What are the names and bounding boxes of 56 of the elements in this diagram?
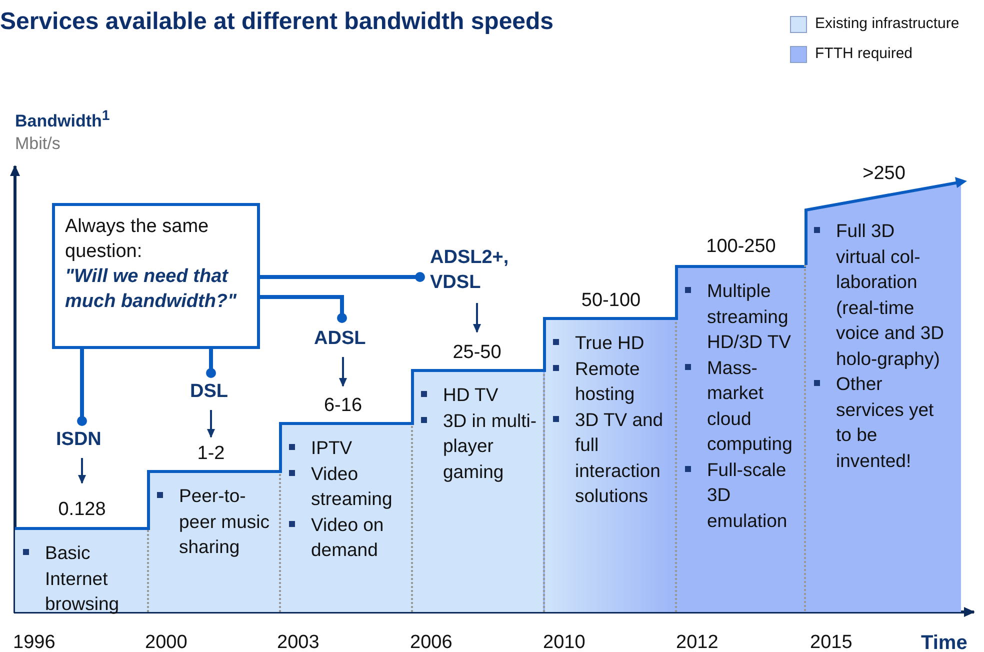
bandwidth-value: 100-250 bbox=[706, 236, 776, 258]
service-column bbox=[675, 265, 806, 612]
bullet-item: Other services yet to be invented! bbox=[812, 371, 945, 473]
bandwidth-value: 6-16 bbox=[324, 395, 362, 417]
year-label: 2000 bbox=[145, 632, 188, 652]
arrow bbox=[339, 357, 347, 387]
bullet-item: Multiple streaming HD/3D TV bbox=[683, 278, 800, 354]
bandwidth-value: 0.128 bbox=[58, 499, 106, 521]
legend-label: FTTH required bbox=[815, 45, 913, 62]
bullet-item: Peer-to-peer music sharing bbox=[155, 483, 273, 560]
year-label: 2010 bbox=[543, 632, 586, 652]
service-column bbox=[279, 422, 411, 612]
leader-line bbox=[206, 349, 216, 378]
leader-line bbox=[260, 295, 347, 323]
bullet-item: Mass-market cloud computing bbox=[683, 354, 800, 456]
service-column bbox=[15, 527, 147, 612]
callout-text: Always the same question: bbox=[65, 215, 210, 264]
bullet-item: IPTV bbox=[287, 435, 405, 460]
bullet-item: Full-scale 3D emulation bbox=[683, 456, 800, 533]
leader-line bbox=[77, 349, 87, 426]
bandwidth-value: 50-100 bbox=[581, 290, 641, 312]
axis-title: Time bbox=[921, 632, 968, 652]
bullet-item: 3D in multi-player gaming bbox=[419, 408, 537, 484]
axis-unit: Mbit/s bbox=[15, 134, 60, 154]
leader-line bbox=[260, 272, 425, 282]
arrow bbox=[473, 303, 481, 333]
bullet-item: True HD bbox=[551, 330, 669, 356]
service-column bbox=[147, 470, 279, 612]
bullet-item: Remote hosting bbox=[551, 356, 669, 406]
technology-label: ADSL bbox=[314, 326, 384, 351]
service-column bbox=[411, 369, 543, 612]
technology-label: ISDN bbox=[56, 427, 116, 452]
legend-label: Existing infrastructure bbox=[815, 15, 960, 32]
year-label: 1996 bbox=[13, 632, 56, 652]
bandwidth-value: 25-50 bbox=[452, 342, 502, 364]
arrow bbox=[78, 458, 86, 484]
bullet-item: Video on demand bbox=[287, 512, 405, 562]
arrow bbox=[207, 410, 215, 438]
year-label: 2012 bbox=[676, 632, 718, 652]
bullet-item: Video streaming bbox=[287, 460, 405, 512]
service-column bbox=[543, 317, 675, 612]
bullet-item: Full 3D virtual col-laboration (real-time voice and 3D holo-graphy) bbox=[812, 218, 945, 371]
year-label: 2015 bbox=[810, 632, 852, 652]
technology-label: ADSL2+, VDSL bbox=[430, 245, 540, 295]
bullet-item: Basic Internet browsing bbox=[21, 540, 141, 616]
bullet-item: 3D TV and full interaction solutions bbox=[551, 406, 669, 508]
axis-title: Bandwidth$^{1}$ bbox=[15, 108, 110, 132]
bullet-item: HD TV bbox=[419, 382, 537, 408]
question-text: "Will we need that much bandwidth?" bbox=[65, 265, 238, 314]
year-label: 2006 bbox=[410, 632, 452, 652]
bandwidth-value: 1-2 bbox=[197, 443, 225, 465]
bandwidth-value: >250 bbox=[862, 163, 906, 185]
year-label: 2003 bbox=[277, 632, 320, 652]
technology-label: DSL bbox=[190, 379, 250, 404]
callout-box bbox=[52, 203, 260, 349]
chart-title: Services available at different bandwidth speeds bbox=[0, 8, 554, 36]
